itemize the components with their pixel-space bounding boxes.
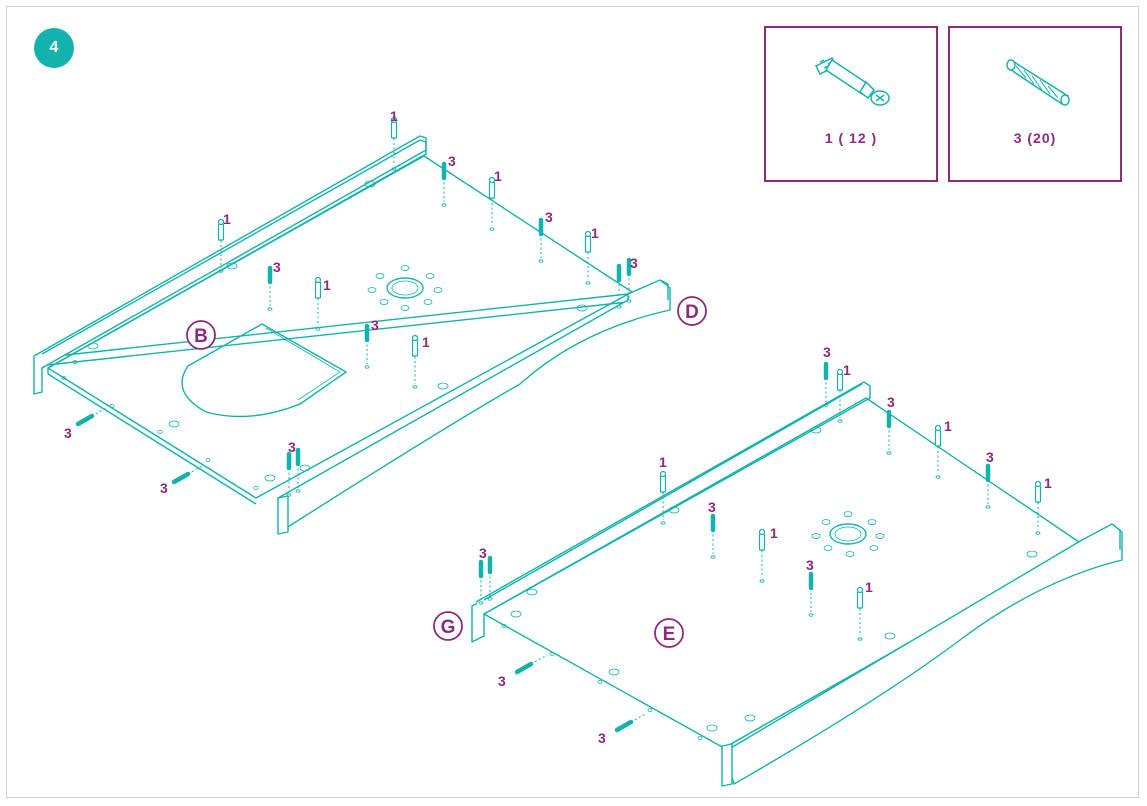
- callout-dowel: 3: [986, 449, 994, 465]
- upper-panel-assembly: 1 1 1 1 1 1 3 3 3 3 3 3 3 3 B D: [33, 108, 707, 535]
- callout-cam-bolt: 1: [1044, 475, 1052, 491]
- callout-dowel: 3: [630, 255, 638, 271]
- callout-cam-bolt: 1: [865, 579, 873, 595]
- callout-cam-bolt: 1: [323, 277, 331, 293]
- cam-bolt-icon: [814, 56, 890, 106]
- callout-dowel: 3: [708, 499, 716, 515]
- lower-panel-assembly: 1 1 1 1 1 1 3 3 3 3 3 3 3 3 G E: [433, 344, 1123, 787]
- part-box-cam-bolt: 1 ( 12 ): [764, 26, 938, 182]
- callout-cam-bolt: 1: [659, 454, 667, 470]
- callout-dowel: 3: [479, 545, 487, 561]
- panel-label-g: G: [441, 617, 456, 638]
- callout-dowel: 3: [806, 557, 814, 573]
- callout-dowel: 3: [371, 317, 379, 333]
- part-label-cam-bolt: 1 ( 12 ): [824, 130, 878, 146]
- part-label-dowel: 3 (20): [1013, 130, 1057, 146]
- callout-dowel: 3: [448, 153, 456, 169]
- callout-dowel: 3: [273, 259, 281, 275]
- callout-cam-bolt: 1: [944, 418, 952, 434]
- callout-cam-bolt: 1: [390, 108, 398, 124]
- panel-label-e: E: [663, 624, 676, 645]
- callout-dowel: 3: [887, 394, 895, 410]
- callout-dowel: 3: [64, 425, 72, 441]
- callout-dowel: 3: [598, 730, 606, 746]
- callout-dowel: 3: [823, 344, 831, 360]
- callout-cam-bolt: 1: [223, 211, 231, 227]
- part-box-dowel: 3 (20): [948, 26, 1122, 182]
- callout-cam-bolt: 1: [843, 362, 851, 378]
- callout-dowel: 3: [160, 480, 168, 496]
- page-frame: [6, 6, 1139, 798]
- callout-cam-bolt: 1: [770, 525, 778, 541]
- wood-dowel-icon: [1006, 59, 1070, 106]
- panel-label-b: B: [194, 326, 208, 347]
- callout-cam-bolt: 1: [422, 334, 430, 350]
- callout-dowel: 3: [498, 673, 506, 689]
- callout-cam-bolt: 1: [494, 168, 502, 184]
- step-number-badge: 4: [34, 28, 74, 68]
- panel-label-d: D: [685, 302, 699, 323]
- callout-dowel: 3: [288, 439, 296, 455]
- callout-cam-bolt: 1: [591, 225, 599, 241]
- callout-dowel: 3: [545, 209, 553, 225]
